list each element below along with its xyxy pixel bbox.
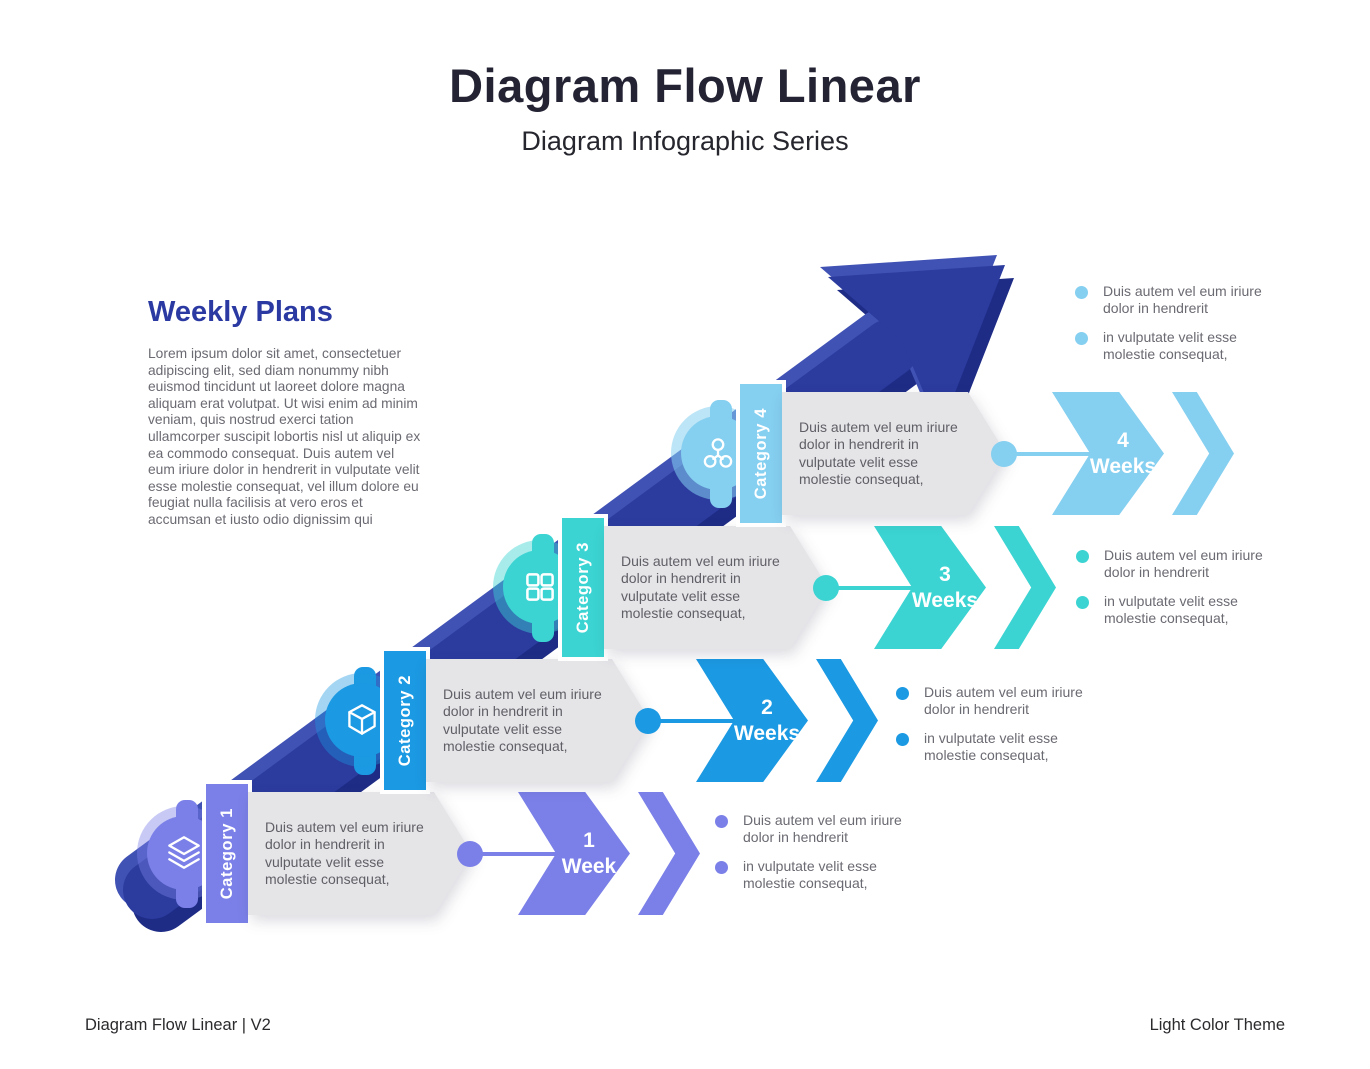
weeks-word: Weeks <box>1089 454 1157 478</box>
description-box: Duis autem vel eum iriure dolor in hendr… <box>782 392 1006 515</box>
chevron-band <box>816 659 878 782</box>
page-subtitle: Diagram Infographic Series <box>521 126 849 156</box>
connector-dot <box>813 574 839 601</box>
category-tab: Category 2 <box>384 651 426 790</box>
category-row-2: Category 2 Duis autem vel eum iriure dol… <box>325 651 1104 790</box>
chevron-band <box>638 792 700 915</box>
chevron-band <box>994 526 1056 649</box>
bullet-list-1: Duis autem vel eum iriure dolor in hendr… <box>715 812 925 904</box>
list-item: in vulputate velit esse molestie consequ… <box>715 858 925 891</box>
list-item: in vulputate velit esse molestie consequ… <box>896 730 1106 763</box>
description-box: Duis autem vel eum iriure dolor in hendr… <box>426 659 650 782</box>
category-label: Category 4 <box>751 407 770 500</box>
list-item: Duis autem vel eum iriure dolor in hendr… <box>1075 283 1285 316</box>
description-text: Duis autem vel eum iriure dolor in hendr… <box>443 685 602 754</box>
description-box: Duis autem vel eum iriure dolor in hendr… <box>248 792 472 915</box>
description-box: Duis autem vel eum iriure dolor in hendr… <box>604 526 828 649</box>
weeks-word: Weeks <box>733 721 801 745</box>
bullet-list-3: Duis autem vel eum iriure dolor in hendr… <box>1076 547 1286 639</box>
category-label: Category 3 <box>573 541 592 634</box>
weeks-number: 4 <box>1117 428 1129 452</box>
bullet-dot <box>896 733 909 746</box>
description-text: Duis autem vel eum iriure dolor in hendr… <box>265 818 424 887</box>
bullet-dot <box>896 687 909 700</box>
category-tab: Category 1 <box>206 784 248 923</box>
category-tab: Category 4 <box>740 384 782 523</box>
bullet-dot <box>1075 332 1088 345</box>
connector-dot <box>635 707 661 734</box>
bullet-list-2: Duis autem vel eum iriure dolor in hendr… <box>896 684 1106 776</box>
page-title: Diagram Flow Linear <box>449 59 921 112</box>
description-text: Duis autem vel eum iriure dolor in hendr… <box>621 552 780 621</box>
connector-dot <box>991 440 1017 467</box>
category-row-1: Category 1 Duis autem vel eum iriure dol… <box>147 784 926 923</box>
connector-line <box>468 851 560 856</box>
intro-paragraph: Lorem ipsum dolor sit amet, consectetuer… <box>148 346 421 527</box>
chevron-band <box>1172 392 1234 515</box>
category-label: Category 1 <box>217 807 236 900</box>
connector-line <box>646 718 738 723</box>
footer-right-text: Light Color Theme <box>1149 1016 1285 1034</box>
weeks-number: 3 <box>939 562 951 586</box>
bullet-dot <box>715 861 728 874</box>
bullet-dot <box>715 815 728 828</box>
weeks-word: Weeks <box>911 588 979 612</box>
category-row-4: Category 4 Duis autem vel eum iriure dol… <box>681 384 1370 523</box>
bullet-dot <box>1075 286 1088 299</box>
list-item: in vulputate velit esse molestie consequ… <box>1076 593 1286 626</box>
connector-line <box>824 585 916 590</box>
footer-left-text: Diagram Flow Linear | V2 <box>85 1016 271 1034</box>
list-item: in vulputate velit esse molestie consequ… <box>1075 329 1285 362</box>
weeks-word: Week <box>561 854 617 878</box>
connector-line <box>1002 451 1094 456</box>
category-row-3: Category 3 Duis autem vel eum iriure dol… <box>503 518 1282 657</box>
weeks-number: 2 <box>761 695 773 719</box>
description-text: Duis autem vel eum iriure dolor in hendr… <box>799 418 958 487</box>
connector-dot <box>457 840 483 867</box>
category-label: Category 2 <box>395 674 414 767</box>
bullet-dot <box>1076 596 1089 609</box>
list-item: Duis autem vel eum iriure dolor in hendr… <box>1076 547 1286 580</box>
intro-heading: Weekly Plans <box>148 296 333 328</box>
weeks-number: 1 <box>583 828 595 852</box>
list-item: Duis autem vel eum iriure dolor in hendr… <box>715 812 925 845</box>
bullet-dot <box>1076 550 1089 563</box>
category-tab: Category 3 <box>562 518 604 657</box>
list-item: Duis autem vel eum iriure dolor in hendr… <box>896 684 1106 717</box>
bullet-list-4: Duis autem vel eum iriure dolor in hendr… <box>1075 283 1285 375</box>
